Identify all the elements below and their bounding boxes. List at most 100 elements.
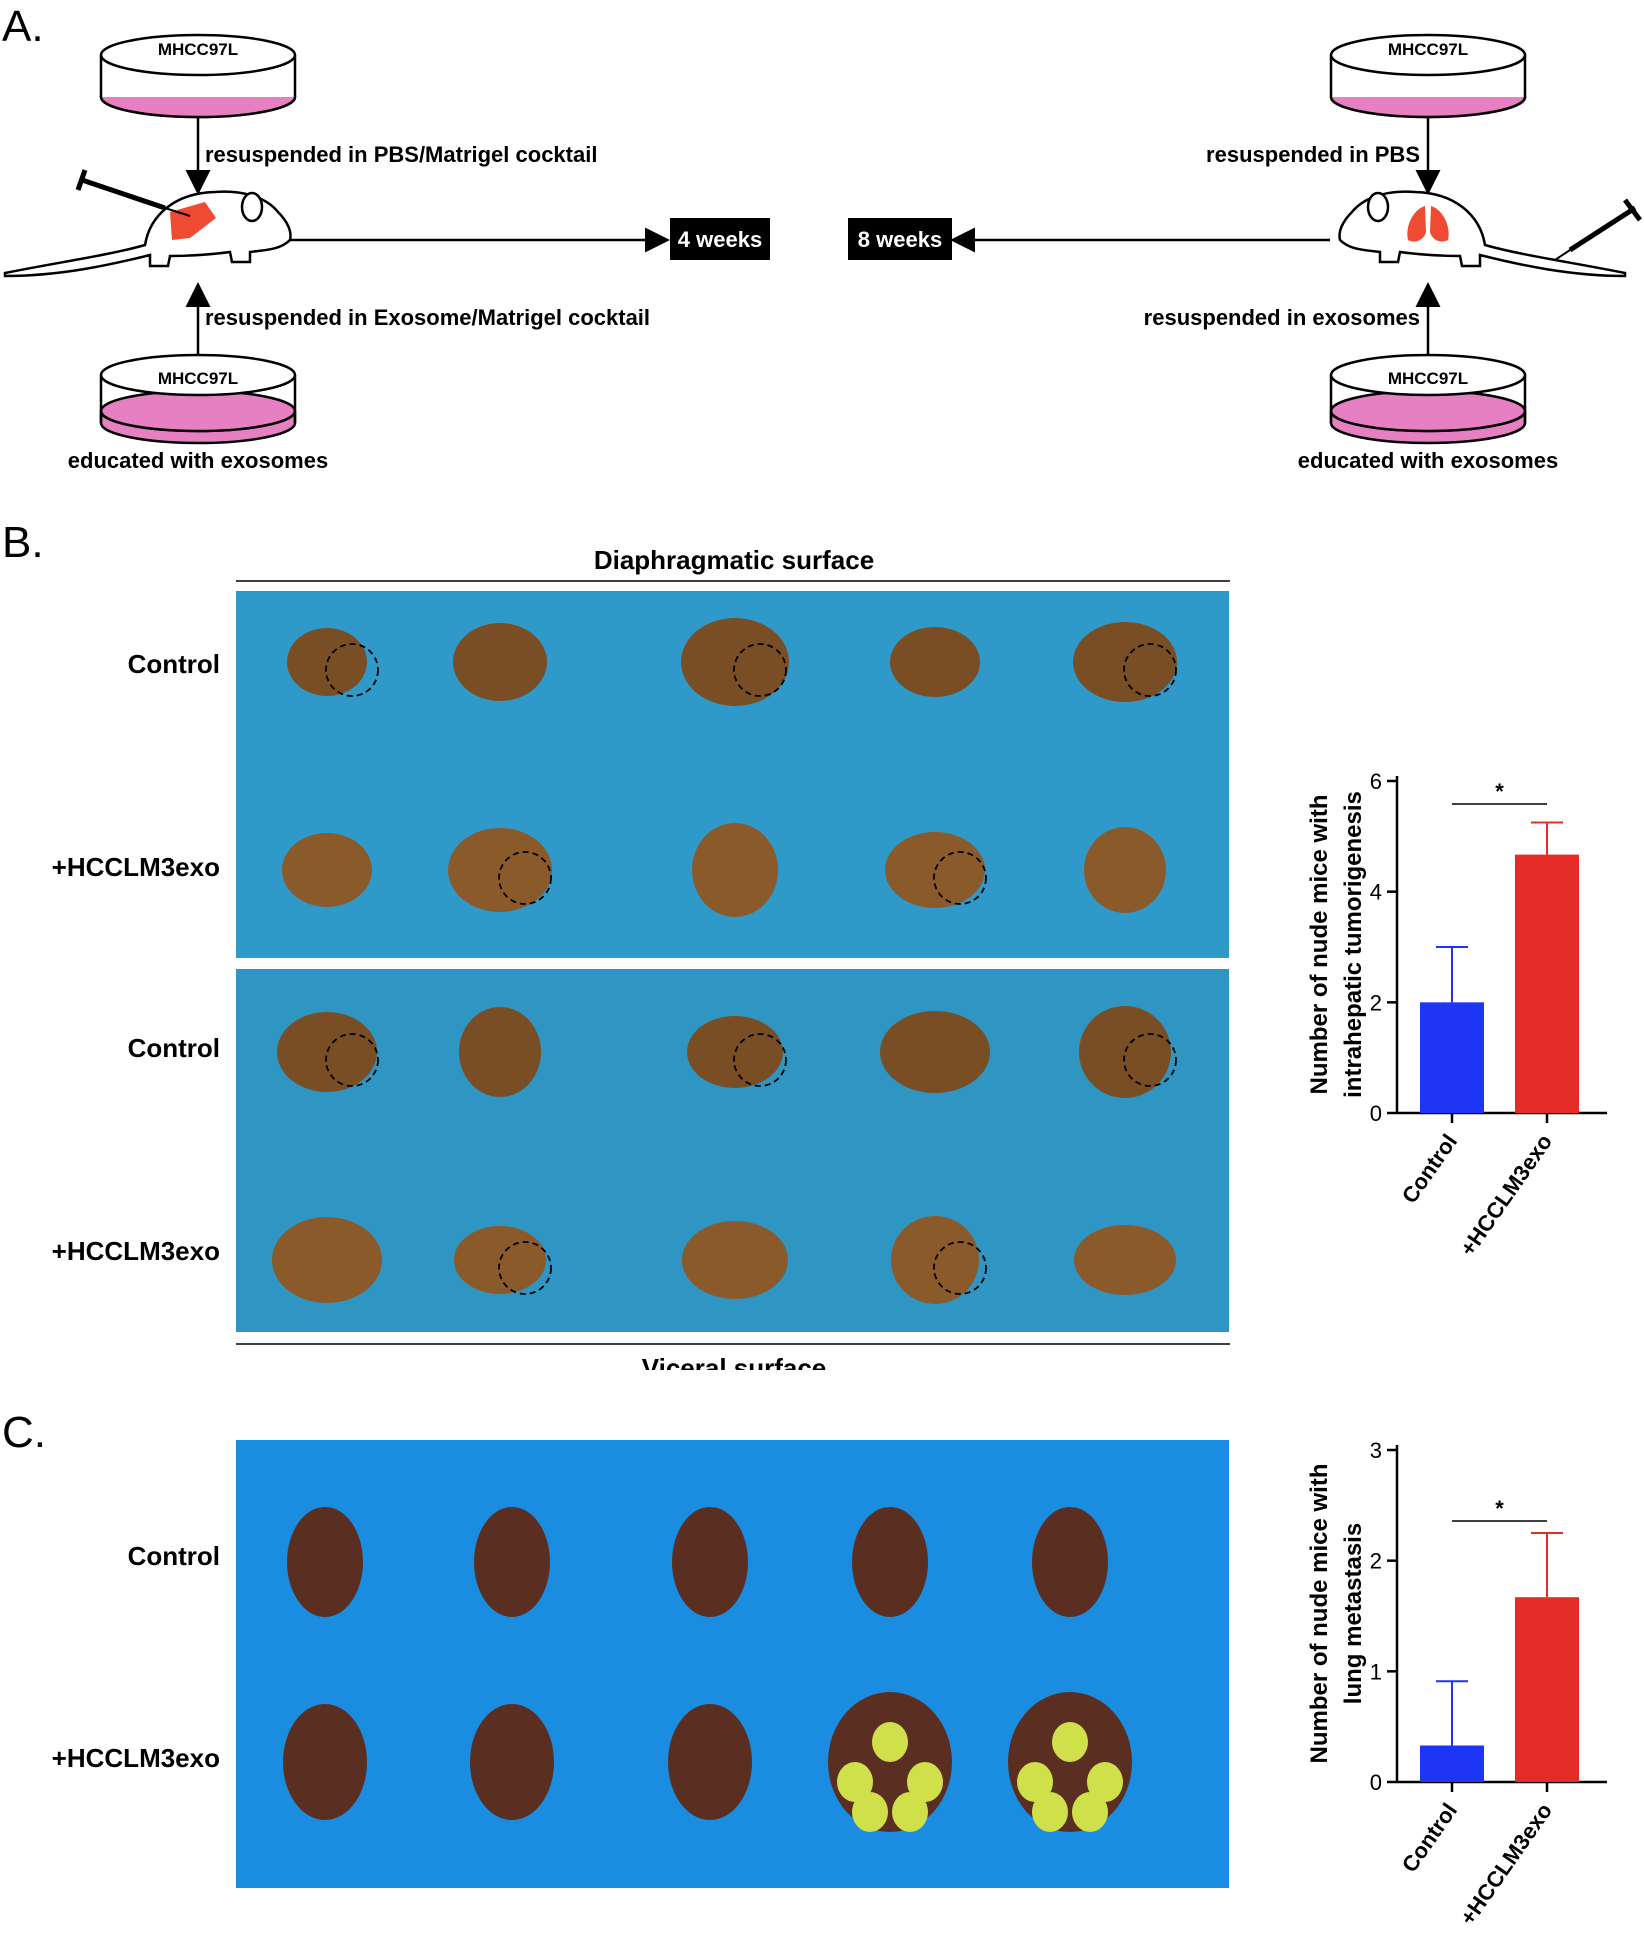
bar-control (1420, 1002, 1484, 1113)
lung-specimen (470, 1704, 554, 1820)
metastasis-nodule (837, 1762, 873, 1802)
tumor-circle-marker (325, 1033, 379, 1087)
dish-top-right-label: MHCC97L (1388, 40, 1468, 59)
b-row-label-4: +HCCLM3exo (52, 1236, 220, 1266)
liver-specimen (282, 833, 372, 907)
panel-c-figure: Control +HCCLM3exo 0123Control+HCCLM3exo… (52, 1438, 1607, 1930)
c-row-label-2: +HCCLM3exo (52, 1743, 220, 1773)
liver-specimen (454, 1226, 546, 1294)
liver-specimen (448, 828, 552, 912)
left-arrow-bottom-text: resuspended in Exosome/Matrigel cocktail (205, 305, 650, 330)
y-tick-label: 2 (1370, 990, 1382, 1015)
tumor-circle-marker (733, 1033, 787, 1087)
tumor-circle-marker (733, 643, 787, 697)
liver-specimen (890, 627, 980, 697)
lung-specimen (852, 1507, 928, 1617)
y-tick-label: 0 (1370, 1101, 1382, 1126)
lungs-organ-icon (1407, 206, 1449, 242)
liver-specimen (682, 1221, 788, 1299)
tumor-circle-marker (933, 851, 987, 905)
y-tick-label: 6 (1370, 769, 1382, 794)
syringe-icon-right (1554, 198, 1642, 261)
lung-specimen (672, 1507, 748, 1617)
mouse-left (3, 190, 292, 278)
mouse-right (1338, 190, 1627, 278)
x-tick-label: +HCCLM3exo (1455, 1799, 1557, 1930)
liver-specimens (272, 618, 1177, 1304)
lung-specimen (1032, 1507, 1108, 1617)
liver-organ-icon (170, 202, 216, 240)
lung-specimen (283, 1704, 367, 1820)
duration-box-left (670, 218, 770, 260)
dish-bottom-right: MHCC97L (1329, 353, 1527, 445)
left-dish-caption: educated with exosomes (68, 448, 328, 473)
y-axis-label: Number of nude mice with (1306, 1463, 1333, 1763)
metastasis-nodule (1087, 1762, 1123, 1802)
right-arrow-bottom-text: resuspended in exosomes (1144, 305, 1420, 330)
liver-specimen (687, 1016, 783, 1088)
y-tick-label: 3 (1370, 1438, 1382, 1463)
y-axis-label: lung metastasis (1340, 1523, 1367, 1704)
bar-treatment (1515, 1597, 1579, 1782)
diaphragmatic-title: Diaphragmatic surface (594, 545, 874, 575)
liver-specimen (453, 623, 547, 701)
y-tick-label: 2 (1370, 1549, 1382, 1574)
c-row-label-1: Control (128, 1541, 220, 1571)
liver-specimen (287, 628, 367, 696)
lung-specimen (474, 1507, 550, 1617)
liver-specimen (1079, 1006, 1171, 1098)
bar-treatment (1515, 854, 1579, 1113)
liver-specimen (681, 618, 789, 706)
b-row-label-1: Control (128, 649, 220, 679)
metastasis-nodule (1032, 1792, 1068, 1832)
metastasis-nodule (892, 1792, 928, 1832)
b-row-label-3: Control (128, 1033, 220, 1063)
panel-b-figure: Diaphragmatic surface Viceral surface Co… (52, 545, 1607, 1370)
visceral-title: Viceral surface (642, 1353, 827, 1370)
liver-specimen (880, 1011, 990, 1093)
y-tick-label: 0 (1370, 1770, 1382, 1795)
left-arrow-top-text: resuspended in PBS/Matrigel cocktail (205, 142, 597, 167)
metastasis-nodule (872, 1722, 908, 1762)
panel-a-schematic: MHCC97L resuspended in PBS/Matrigel cock… (3, 33, 1642, 473)
dish-top-right: MHCC97L (1329, 33, 1527, 119)
lung-specimens (283, 1507, 1132, 1832)
lung-specimen (668, 1704, 752, 1820)
liver-specimen (459, 1007, 541, 1097)
syringe-icon-left (75, 169, 191, 217)
y-axis-label: Number of nude mice with (1306, 794, 1333, 1094)
dish-top-left-label: MHCC97L (158, 40, 238, 59)
metastasis-nodule (852, 1792, 888, 1832)
liver-specimen (1084, 827, 1166, 913)
y-axis-label: intrahepatic tumorigenesis (1340, 791, 1367, 1098)
x-tick-label: +HCCLM3exo (1455, 1130, 1557, 1261)
liver-specimen (1073, 622, 1177, 702)
tumor-circle-marker (325, 643, 379, 697)
dish-top-left: MHCC97L (99, 33, 297, 119)
significance-star: * (1495, 1496, 1504, 1521)
b-row-label-2: +HCCLM3exo (52, 852, 220, 882)
liver-specimen (885, 832, 985, 908)
x-tick-label: Control (1397, 1799, 1462, 1877)
duration-right: 8 weeks (858, 227, 942, 252)
liver-specimen (1074, 1225, 1176, 1295)
lung-specimen (287, 1507, 363, 1617)
right-arrow-top-text: resuspended in PBS (1206, 142, 1420, 167)
panel-a-label: A. (2, 2, 44, 51)
metastasis-nodule (1017, 1762, 1053, 1802)
dish-bottom-left-label: MHCC97L (158, 369, 238, 388)
significance-star: * (1495, 779, 1504, 804)
liver-specimen (272, 1217, 382, 1303)
liver-specimen (891, 1216, 979, 1304)
duration-box-right (848, 218, 952, 260)
liver-specimen (277, 1012, 377, 1092)
metastasis-nodule (1052, 1722, 1088, 1762)
liver-specimen (692, 823, 778, 917)
tumor-circle-marker (498, 1241, 552, 1295)
y-tick-label: 4 (1370, 880, 1382, 905)
tumor-circle-marker (1123, 643, 1177, 697)
tumor-circle-marker (498, 851, 552, 905)
dish-bottom-left: MHCC97L (99, 353, 297, 445)
